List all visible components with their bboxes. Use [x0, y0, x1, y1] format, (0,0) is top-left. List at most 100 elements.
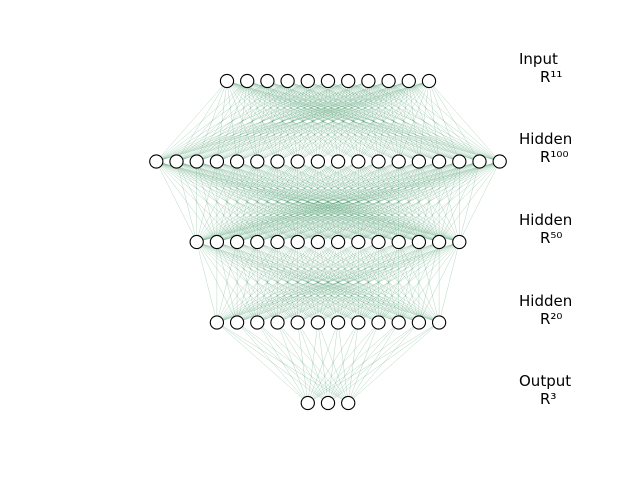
connection-edge: [236, 161, 278, 243]
connection-edge: [287, 80, 500, 162]
connection-edge: [196, 80, 329, 162]
connection-edge: [277, 241, 298, 323]
connection-edge: [378, 241, 420, 323]
connection-edge: [176, 80, 268, 162]
connection-edge: [216, 241, 238, 323]
connection-edge: [378, 241, 460, 323]
connection-edge: [287, 80, 420, 162]
connection-edge: [277, 161, 298, 243]
connection-edge: [378, 241, 420, 323]
connection-edge: [196, 161, 460, 243]
connection-edge: [196, 161, 379, 243]
neuron-node-layer-1: [472, 154, 487, 169]
connection-edge: [216, 161, 440, 243]
connection-edge: [257, 161, 359, 243]
connection-edge: [176, 161, 278, 243]
connection-edge: [408, 80, 460, 162]
connection-edge: [348, 80, 480, 162]
connection-edge: [358, 161, 440, 243]
connection-edge: [247, 80, 319, 162]
connection-edge: [398, 161, 480, 243]
connection-edge: [418, 161, 480, 243]
connection-edge: [216, 241, 298, 323]
neuron-node-layer-0: [280, 73, 295, 89]
connection-edge: [257, 80, 430, 162]
connection-edge: [347, 80, 359, 162]
connection-edge: [216, 161, 399, 243]
connection-edge: [378, 241, 440, 323]
connection-edge: [236, 161, 319, 243]
connection-edge: [297, 161, 460, 243]
connection-edge: [398, 80, 430, 162]
connection-edge: [277, 241, 379, 323]
connection-edge: [236, 80, 308, 162]
connection-edge: [378, 161, 440, 243]
connection-edge: [267, 80, 339, 162]
connection-edge: [317, 80, 409, 162]
connection-edge: [358, 161, 480, 243]
connection-edge: [327, 80, 480, 162]
connection-edge: [337, 241, 379, 323]
connection-edge: [216, 161, 258, 243]
connection-edge: [277, 322, 329, 404]
connection-edge: [347, 80, 399, 162]
connection-edge: [327, 80, 379, 162]
connection-edge: [398, 161, 500, 243]
connection-edge: [236, 241, 319, 323]
connection-edge: [337, 161, 399, 243]
connection-edge: [236, 80, 329, 162]
connection-edge: [297, 80, 409, 162]
connection-edge: [236, 161, 339, 243]
connection-edge: [257, 241, 298, 323]
connection-edge: [277, 80, 309, 162]
connection-edge: [368, 80, 500, 162]
connection-edge: [398, 161, 420, 243]
connection-edge: [196, 161, 359, 243]
connection-edge: [307, 80, 460, 162]
connection-edge: [297, 80, 389, 162]
connection-edge: [337, 241, 440, 323]
connection-edge: [348, 322, 420, 404]
connection-edge: [337, 161, 460, 243]
connection-edge: [216, 241, 258, 323]
connection-edge: [216, 161, 440, 243]
connection-edge: [317, 161, 440, 243]
connection-edge: [216, 241, 359, 323]
connection-edge: [196, 241, 419, 323]
neuron-node-layer-3: [270, 315, 285, 330]
connection-edge: [196, 161, 399, 243]
connection-edge: [277, 80, 369, 162]
connection-edge: [378, 241, 399, 323]
connection-edge: [216, 241, 440, 323]
connection-edge: [277, 80, 409, 162]
connection-edge: [307, 80, 480, 162]
connection-edge: [247, 80, 339, 162]
connection-edge: [317, 241, 420, 323]
connection-edge: [257, 80, 409, 162]
neuron-node-layer-3: [351, 315, 366, 330]
connection-edge: [267, 80, 440, 162]
connection-edge: [277, 241, 440, 323]
connection-edge: [327, 80, 440, 162]
connection-edge: [297, 161, 480, 243]
connection-edge: [267, 80, 359, 162]
connection-edge: [176, 161, 339, 243]
connection-edge: [277, 241, 399, 323]
connection-edge: [257, 241, 339, 323]
connection-edge: [156, 161, 218, 243]
connection-edge: [196, 161, 319, 243]
connection-edge: [287, 80, 359, 162]
connection-edge: [337, 241, 420, 323]
connection-edge: [408, 80, 440, 162]
connection-edge: [226, 80, 480, 162]
connection-edge: [156, 80, 329, 162]
connection-edge: [327, 80, 460, 162]
connection-edge: [398, 161, 460, 243]
connection-edge: [247, 80, 460, 162]
connection-edge: [277, 161, 480, 243]
connection-edge: [216, 241, 399, 323]
connection-edge: [216, 161, 339, 243]
connection-edge: [337, 161, 359, 243]
connection-edge: [337, 161, 420, 243]
neuron-node-layer-2: [290, 234, 305, 250]
